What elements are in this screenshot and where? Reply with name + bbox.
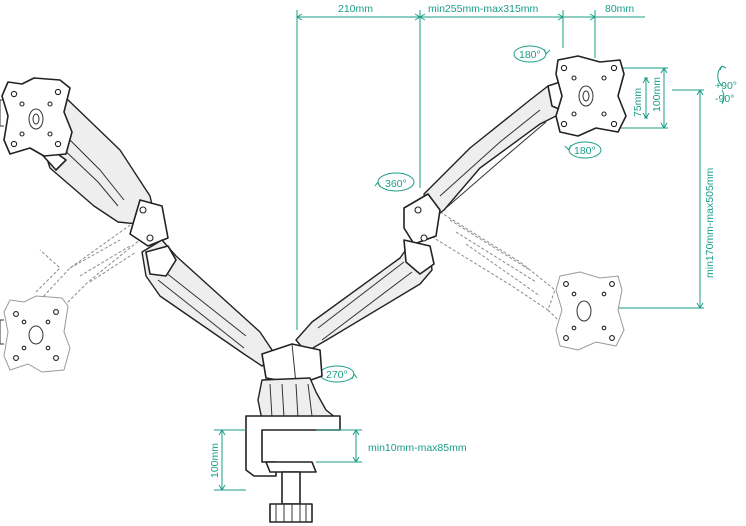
rotate-360-icon bbox=[374, 172, 415, 192]
tilt-range-icon bbox=[717, 65, 727, 105]
vesa-dimension-lines bbox=[620, 67, 668, 129]
ghost-right-vesa-plate bbox=[555, 271, 625, 351]
top-dimension-lines bbox=[296, 10, 645, 330]
right-vesa-plate bbox=[555, 55, 627, 137]
base-column bbox=[257, 377, 337, 421]
clamp-height-label: 100mm bbox=[209, 443, 221, 478]
ghost-left-vesa-plate bbox=[0, 295, 71, 373]
tilt-top-label: 180° bbox=[519, 49, 541, 61]
left-lower-arm bbox=[141, 239, 277, 367]
rotate-180-top-icon bbox=[513, 45, 551, 63]
right-upper-arm bbox=[403, 79, 577, 245]
tilt-down-label: -90° bbox=[715, 93, 734, 105]
tilt-bottom-label: 180° bbox=[574, 145, 596, 157]
plate-offset-label: 80mm bbox=[605, 3, 634, 15]
swivel-pivot-label: 360° bbox=[385, 178, 407, 190]
tilt-up-label: +90° bbox=[715, 80, 737, 92]
clamp-dimension-lines bbox=[214, 429, 362, 491]
ghost-right-arm bbox=[433, 211, 576, 323]
rotate-180-bottom-icon bbox=[564, 141, 602, 159]
vesa-small-label: 75mm bbox=[632, 88, 644, 117]
center-pivot bbox=[261, 343, 323, 385]
desk-clamp bbox=[245, 415, 341, 523]
height-range-label: min170mm-max505mm bbox=[704, 167, 716, 278]
vesa-large-label: 100mm bbox=[651, 77, 663, 112]
reach-left-label: 210mm bbox=[338, 3, 373, 15]
reach-extension-label: min255mm-max315mm bbox=[428, 3, 539, 15]
height-dimension-lines bbox=[606, 89, 704, 309]
left-vesa-plate bbox=[0, 77, 73, 157]
right-lower-arm bbox=[295, 239, 435, 353]
desk-thickness-label: min10mm-max85mm bbox=[368, 442, 467, 454]
base-rotation-label: 270° bbox=[326, 369, 348, 381]
